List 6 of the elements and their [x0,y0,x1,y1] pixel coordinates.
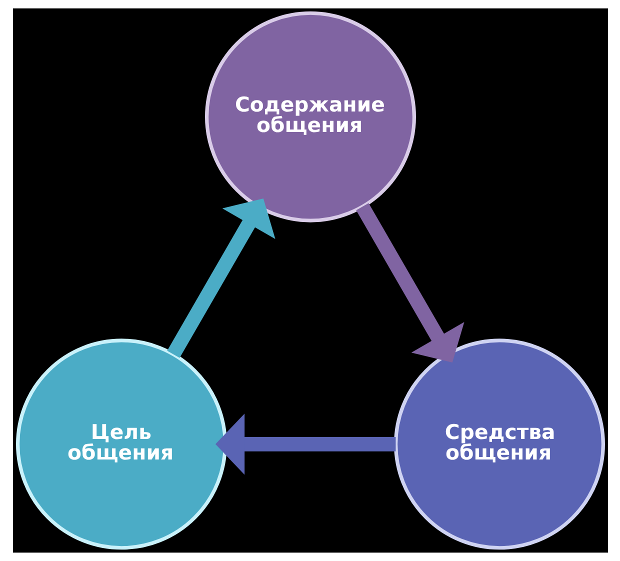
node-circle: Содержание общения [204,11,416,222]
arrow [214,414,396,475]
node-circle: Средства общения [393,338,604,550]
node-circle: Цель общения [16,338,227,550]
arrow [166,198,275,358]
arrow [356,203,464,363]
